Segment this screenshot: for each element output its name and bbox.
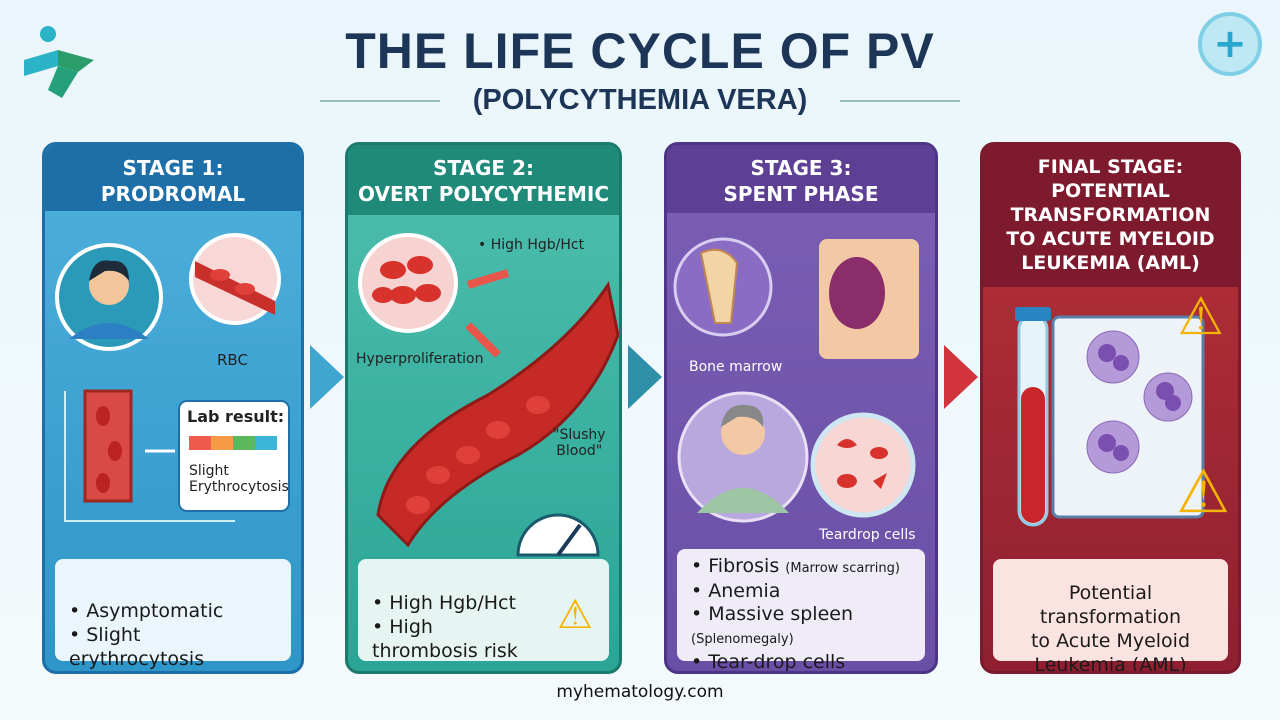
arrow-right-icon — [944, 345, 978, 409]
label-line: Blood" — [556, 443, 603, 459]
bullet-text: Anemia — [708, 580, 781, 602]
heading-line: LEUKEMIA (AML) — [1021, 252, 1200, 274]
bullet-item: Massive spleen (Splenomegaly) — [691, 603, 911, 651]
warning-icon: ⚠ — [557, 592, 593, 638]
warning-icon: ⚠ — [1176, 457, 1230, 527]
teardrop-cells-label: Teardrop cells — [819, 527, 916, 543]
prodromal-illustration — [55, 233, 290, 522]
bullet-note: (Marrow scarring) — [785, 561, 900, 576]
stage-3-heading: STAGE 3: SPENT PHASE — [667, 145, 935, 213]
heading-line: FINAL STAGE: — [1037, 156, 1184, 178]
final-stage-card: FINAL STAGE: POTENTIAL TRANSFORMATION TO… — [980, 142, 1241, 674]
heading-line: SPENT PHASE — [723, 182, 879, 206]
label-line: "Slushy — [553, 427, 606, 443]
logo-icon — [18, 20, 98, 100]
divider — [840, 100, 960, 102]
heading-line: STAGE 2: — [433, 156, 534, 180]
heading-line: OVERT POLYCYTHEMIC — [358, 182, 609, 206]
heading-line: TO ACUTE MYELOID — [1006, 228, 1215, 250]
lab-result-title: Lab result: — [187, 407, 285, 426]
divider — [320, 100, 440, 102]
bullet-text: Tear-drop cells — [708, 651, 846, 673]
bullet-text: Fibrosis — [708, 555, 780, 577]
stage-3-summary: Fibrosis (Marrow scarring) Anemia Massiv… — [677, 549, 925, 671]
stage-1-summary: AsymptomaticSlight erythrocytosis — [55, 559, 291, 670]
arrow-right-icon — [310, 345, 344, 409]
warning-icon: ⚠ — [1177, 287, 1224, 347]
stage-1-card: STAGE 1: PRODROMAL RBC Lab result: Sligh… — [42, 142, 304, 674]
stage-2-card: STAGE 2: OVERT POLYCYTHEMIC • High Hgb/H… — [345, 142, 622, 674]
arrow-right-icon — [628, 345, 662, 409]
stage-3-card: STAGE 3: SPENT PHASE Bone marrow Teardro… — [664, 142, 938, 674]
hyperproliferation-label: Hyperproliferation — [356, 351, 484, 367]
bullet-item: High thrombosis risk — [372, 615, 542, 663]
heading-line: STAGE 3: — [750, 156, 852, 180]
aml-illustration — [1015, 307, 1205, 527]
bullet-item: Fibrosis (Marrow scarring) — [691, 555, 911, 580]
bullet-text: Massive spleen — [708, 603, 853, 625]
final-stage-heading: FINAL STAGE: POTENTIAL TRANSFORMATION TO… — [983, 145, 1238, 287]
lab-text-line: Slight — [189, 463, 229, 479]
heading-line: TRANSFORMATION — [1010, 204, 1211, 226]
summary-line: Potential transformation — [1039, 582, 1182, 628]
blood-vessel-illustration — [358, 233, 619, 557]
bone-marrow-label: Bone marrow — [689, 359, 783, 375]
page-subtitle: (POLYCYTHEMIA VERA) — [472, 84, 808, 116]
heading-line: STAGE 1: — [122, 156, 224, 180]
page-title: THE LIFE CYCLE OF PV — [345, 23, 935, 79]
bullet-item: Anemia — [691, 580, 911, 603]
stage-2-summary: High Hgb/HctHigh thrombosis risk ⚠ — [358, 559, 609, 663]
hgb-label: • High Hgb/Hct — [478, 237, 585, 253]
stage-2-heading: STAGE 2: OVERT POLYCYTHEMIC — [348, 145, 619, 215]
summary-line: to Acute Myeloid — [1030, 630, 1190, 652]
bullet-item: Asymptomatic — [69, 599, 277, 623]
medical-cross-icon: + — [1198, 12, 1262, 76]
stage-1-heading: STAGE 1: PRODROMAL — [45, 145, 301, 211]
lab-text-line: Erythrocytosis — [189, 479, 289, 495]
rbc-label: RBC — [217, 351, 248, 369]
bullet-note: (Splenomegaly) — [691, 632, 794, 647]
spent-phase-illustration — [673, 237, 919, 523]
heading-line: POTENTIAL — [1051, 180, 1170, 202]
bullet-item: High Hgb/Hct — [372, 591, 542, 615]
bullet-item: Slight erythrocytosis — [69, 623, 277, 671]
site-credit: myhematology.com — [556, 682, 724, 702]
summary-line: Leukemia (AML) — [1034, 654, 1187, 674]
heading-line: PRODROMAL — [100, 182, 246, 206]
bullet-item: Tear-drop cells — [691, 651, 911, 673]
final-stage-summary: Potential transformation to Acute Myeloi… — [993, 559, 1228, 671]
